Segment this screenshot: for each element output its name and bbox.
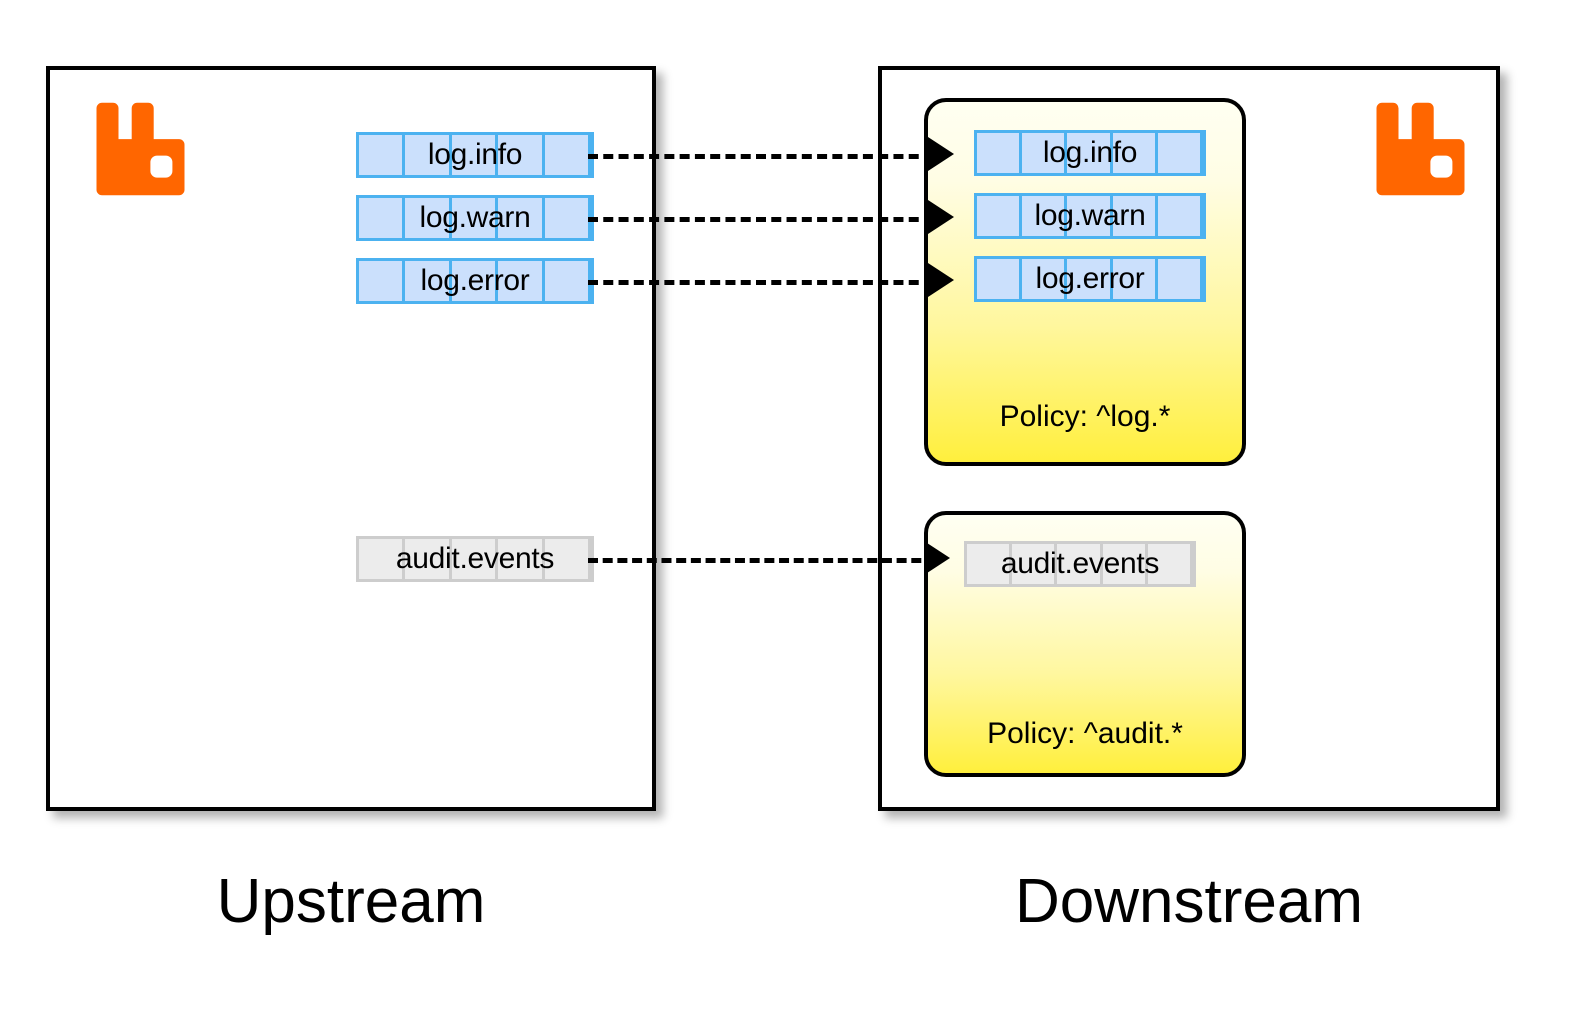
upstream-queue-log-error[interactable]: log.error bbox=[356, 258, 594, 304]
rabbitmq-logo-icon bbox=[96, 102, 185, 196]
queue-segment bbox=[405, 539, 452, 579]
arrow-icon bbox=[928, 263, 954, 297]
downstream-queue-log-warn[interactable]: log.warn bbox=[974, 193, 1206, 239]
queue-segment bbox=[1113, 196, 1158, 236]
link-log-warn bbox=[588, 217, 934, 222]
downstream-queue-log-info[interactable]: log.info bbox=[974, 130, 1206, 176]
rabbitmq-logo-icon bbox=[1376, 102, 1465, 196]
link-log-info bbox=[588, 154, 934, 159]
queue-segment bbox=[405, 135, 452, 175]
downstream-broker-box: log.info log.warn log.error Policy: ^log… bbox=[878, 66, 1500, 811]
caption-downstream: Downstream bbox=[1015, 867, 1363, 936]
queue-segment bbox=[1022, 133, 1068, 173]
queue-segment bbox=[1022, 259, 1068, 299]
caption-upstream: Upstream bbox=[216, 867, 486, 936]
queue-segment bbox=[452, 198, 499, 238]
policy-group-audit[interactable]: audit.events Policy: ^audit.* bbox=[924, 511, 1246, 777]
queue-segment bbox=[452, 135, 499, 175]
queue-segment bbox=[1057, 544, 1103, 584]
queue-segment bbox=[545, 198, 592, 238]
queue-segment bbox=[1067, 259, 1113, 299]
queue-segment bbox=[359, 539, 406, 579]
queue-segment bbox=[1113, 259, 1158, 299]
downstream-queue-audit-events[interactable]: audit.events bbox=[964, 541, 1196, 587]
queue-segment bbox=[967, 544, 1013, 584]
queue-segment bbox=[1012, 544, 1058, 584]
queue-segment bbox=[1113, 133, 1158, 173]
queue-segment bbox=[405, 198, 452, 238]
queue-segment bbox=[545, 135, 592, 175]
queue-segment bbox=[359, 198, 406, 238]
arrow-icon bbox=[928, 200, 954, 234]
queue-segment bbox=[977, 259, 1023, 299]
upstream-queue-log-info[interactable]: log.info bbox=[356, 132, 594, 178]
queue-segment bbox=[545, 261, 592, 301]
queue-segment bbox=[1158, 196, 1204, 236]
queue-segment bbox=[452, 539, 499, 579]
queue-segment bbox=[498, 198, 545, 238]
queue-segment bbox=[1158, 133, 1204, 173]
queue-segment bbox=[498, 261, 545, 301]
arrow-icon bbox=[928, 137, 954, 171]
queue-segment bbox=[452, 261, 499, 301]
queue-segment bbox=[1103, 544, 1148, 584]
queue-segment bbox=[1022, 196, 1068, 236]
queue-segment bbox=[1148, 544, 1194, 584]
downstream-queue-log-error[interactable]: log.error bbox=[974, 256, 1206, 302]
link-audit-events bbox=[588, 558, 936, 563]
arrow-icon bbox=[924, 541, 950, 575]
policy-label-audit: Policy: ^audit.* bbox=[987, 717, 1183, 750]
queue-segment bbox=[1158, 259, 1204, 299]
queue-segment bbox=[405, 261, 452, 301]
policy-label-log: Policy: ^log.* bbox=[999, 400, 1171, 433]
queue-segment bbox=[977, 133, 1023, 173]
queue-segment bbox=[1067, 196, 1113, 236]
upstream-broker-box: log.info log.warn log.error audit.events bbox=[46, 66, 656, 811]
policy-group-log[interactable]: log.info log.warn log.error Policy: ^log… bbox=[924, 98, 1246, 466]
queue-segment bbox=[977, 196, 1023, 236]
queue-segment bbox=[359, 261, 406, 301]
upstream-queue-log-warn[interactable]: log.warn bbox=[356, 195, 594, 241]
queue-segment bbox=[1067, 133, 1113, 173]
queue-segment bbox=[498, 135, 545, 175]
upstream-queue-audit-events[interactable]: audit.events bbox=[356, 536, 594, 582]
link-log-error bbox=[588, 280, 934, 285]
queue-segment bbox=[545, 539, 592, 579]
queue-segment bbox=[359, 135, 406, 175]
queue-segment bbox=[498, 539, 545, 579]
